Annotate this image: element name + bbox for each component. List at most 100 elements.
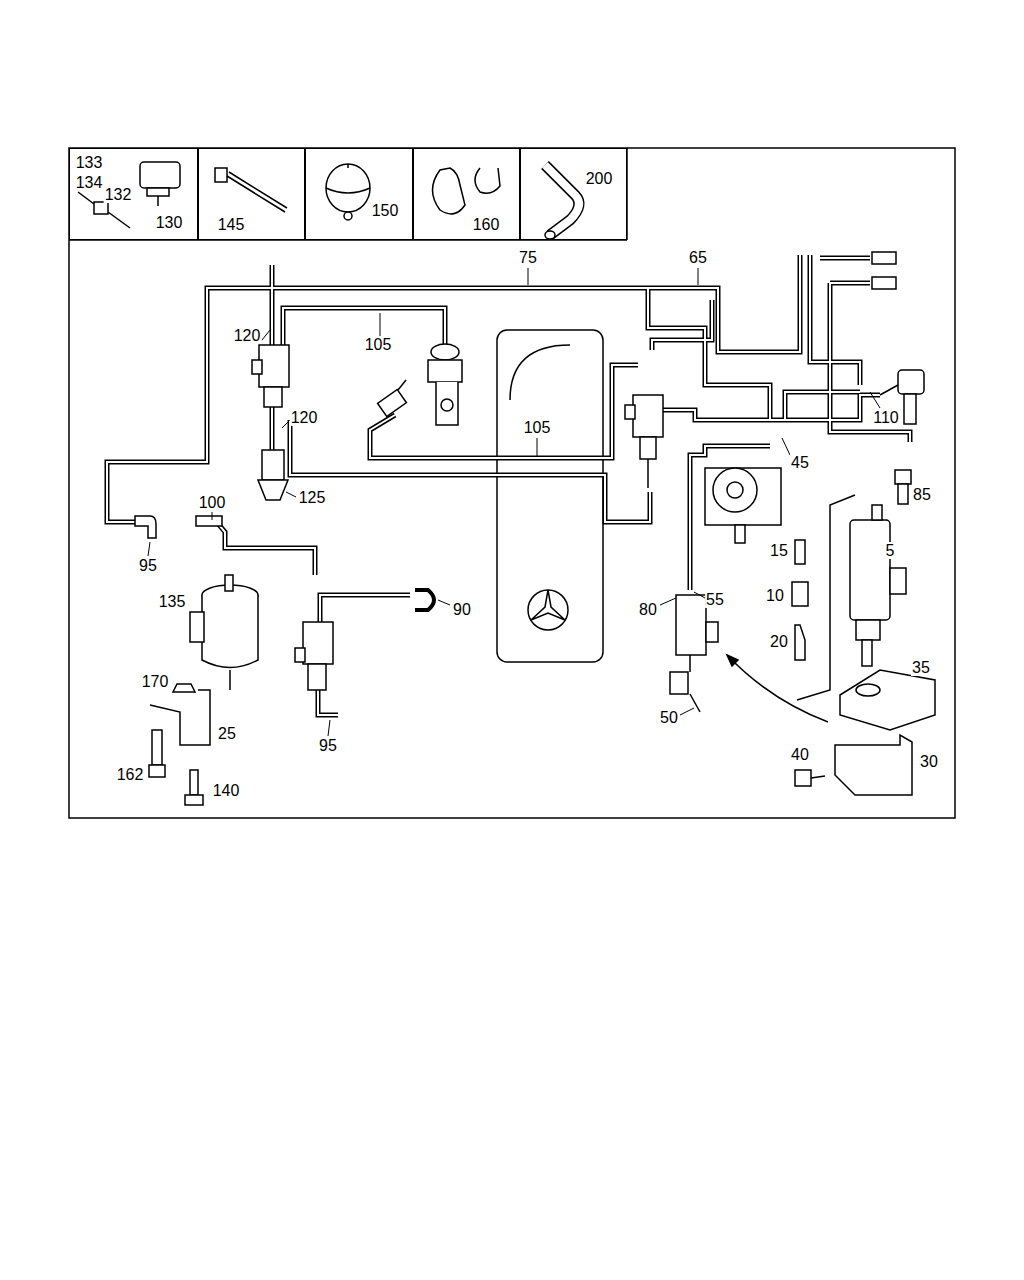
callout-number: 160 <box>472 216 501 233</box>
callout-number: 45 <box>790 454 810 471</box>
callout-holder: 40 <box>790 746 810 764</box>
callout-number: 135 <box>158 593 187 610</box>
callout-holder: 80 <box>638 601 658 619</box>
parts-panel: 133 134132 130 <box>69 148 198 240</box>
callout-holder: 50 <box>659 709 679 727</box>
switchover-valve <box>670 595 718 712</box>
callout-holder: 95 <box>138 557 158 575</box>
callout-holder: 120 <box>233 327 262 345</box>
terminal <box>795 625 805 660</box>
callout-holder: 35 <box>911 659 931 677</box>
reservoir <box>497 330 603 662</box>
callout-number: 170 <box>141 673 170 690</box>
clamp-icon <box>433 168 501 214</box>
callout-number: 35 <box>911 659 931 676</box>
callout-number: 95 <box>138 557 158 574</box>
parts-panel: 150 <box>305 148 413 240</box>
holder <box>840 670 935 730</box>
callout-holder: 75 <box>518 249 538 267</box>
vacuum-line <box>107 255 910 715</box>
valve <box>252 345 289 407</box>
callout-holder: 120 <box>290 409 319 427</box>
parts-panel: 160 <box>413 148 520 240</box>
callout-holder: 100 <box>198 494 227 512</box>
pressure-sphere-icon <box>326 164 370 220</box>
callout-number: 25 <box>217 725 237 742</box>
callout-holder: 65 <box>688 249 708 267</box>
u-hose <box>415 590 434 610</box>
callout-holder: 145 <box>217 216 246 234</box>
fuel-filter <box>190 575 258 690</box>
callout-number: 200 <box>585 170 614 187</box>
callout-holder: 30 <box>919 753 939 771</box>
callout-number: 120 <box>290 409 319 426</box>
pressure-converter <box>705 468 781 543</box>
callout-number: 120 <box>233 327 262 344</box>
nut <box>173 684 195 692</box>
callout-holder: 10 <box>765 587 785 605</box>
callout-holder: 105 <box>364 336 393 354</box>
callout-number: 10 <box>765 587 785 604</box>
callout-number: 130 <box>155 214 184 231</box>
callout-holder: 25 <box>217 725 237 743</box>
callout-number: 80 <box>638 601 658 618</box>
callout-holder: 105 <box>523 419 552 437</box>
arrow <box>727 655 828 722</box>
vacuum-line-core <box>107 255 910 715</box>
holder-hole <box>856 684 880 696</box>
parts-panel: 145 <box>198 148 305 240</box>
callout-holder: 135 <box>158 593 187 611</box>
callout-number: 110 <box>872 409 900 426</box>
callout-holder: 140 <box>212 782 241 800</box>
plug <box>795 540 805 564</box>
callout-number: 55 <box>705 591 725 608</box>
callout-number: 40 <box>790 746 810 763</box>
callout-number: 132 <box>104 186 133 203</box>
callout-number: 134 <box>75 174 104 191</box>
callout-number: 95 <box>318 737 338 754</box>
callout-number: 65 <box>688 249 708 266</box>
t-piece <box>196 516 222 526</box>
callout-holder: 5 <box>885 542 896 560</box>
check-valve <box>258 450 288 500</box>
callout-holder: 130 <box>155 214 184 232</box>
line-end <box>872 252 896 264</box>
callout-number: 105 <box>364 336 393 353</box>
frame <box>69 148 955 818</box>
callout-number: 75 <box>518 249 538 266</box>
line-end <box>872 277 896 289</box>
callout-holder: 134 <box>75 174 104 192</box>
callout-holder: 55 <box>705 591 725 609</box>
callout-number: 20 <box>769 633 789 650</box>
callout-number: 100 <box>198 494 227 511</box>
valve <box>295 622 333 690</box>
hose-icon <box>545 165 579 239</box>
bolt <box>795 770 825 786</box>
callout-number: 105 <box>523 419 552 436</box>
callout-number: 145 <box>217 216 246 233</box>
bracket <box>835 735 912 795</box>
screw <box>149 730 165 777</box>
callout-number: 50 <box>659 709 679 726</box>
bolt <box>185 770 203 805</box>
callout-holder: 110 <box>872 409 900 427</box>
connector <box>792 582 808 606</box>
cable-tie-icon <box>215 168 287 212</box>
callout-holder: 85 <box>912 486 932 504</box>
callout-number: 125 <box>298 489 327 506</box>
callout-number: 150 <box>371 202 400 219</box>
callout-number: 133 <box>75 154 104 171</box>
callout-holder: 15 <box>769 542 789 560</box>
elbow <box>135 516 156 538</box>
callout-holder: 95 <box>318 737 338 755</box>
callout-number: 85 <box>912 486 932 503</box>
callout-number: 162 <box>116 766 145 783</box>
bolt <box>895 470 911 504</box>
leader-line <box>148 268 880 736</box>
callout-holder: 160 <box>472 216 501 234</box>
parts-panel: 200 <box>520 148 627 240</box>
callout-holder: 90 <box>452 601 472 619</box>
valve <box>625 395 663 488</box>
callout-number: 5 <box>885 542 896 559</box>
